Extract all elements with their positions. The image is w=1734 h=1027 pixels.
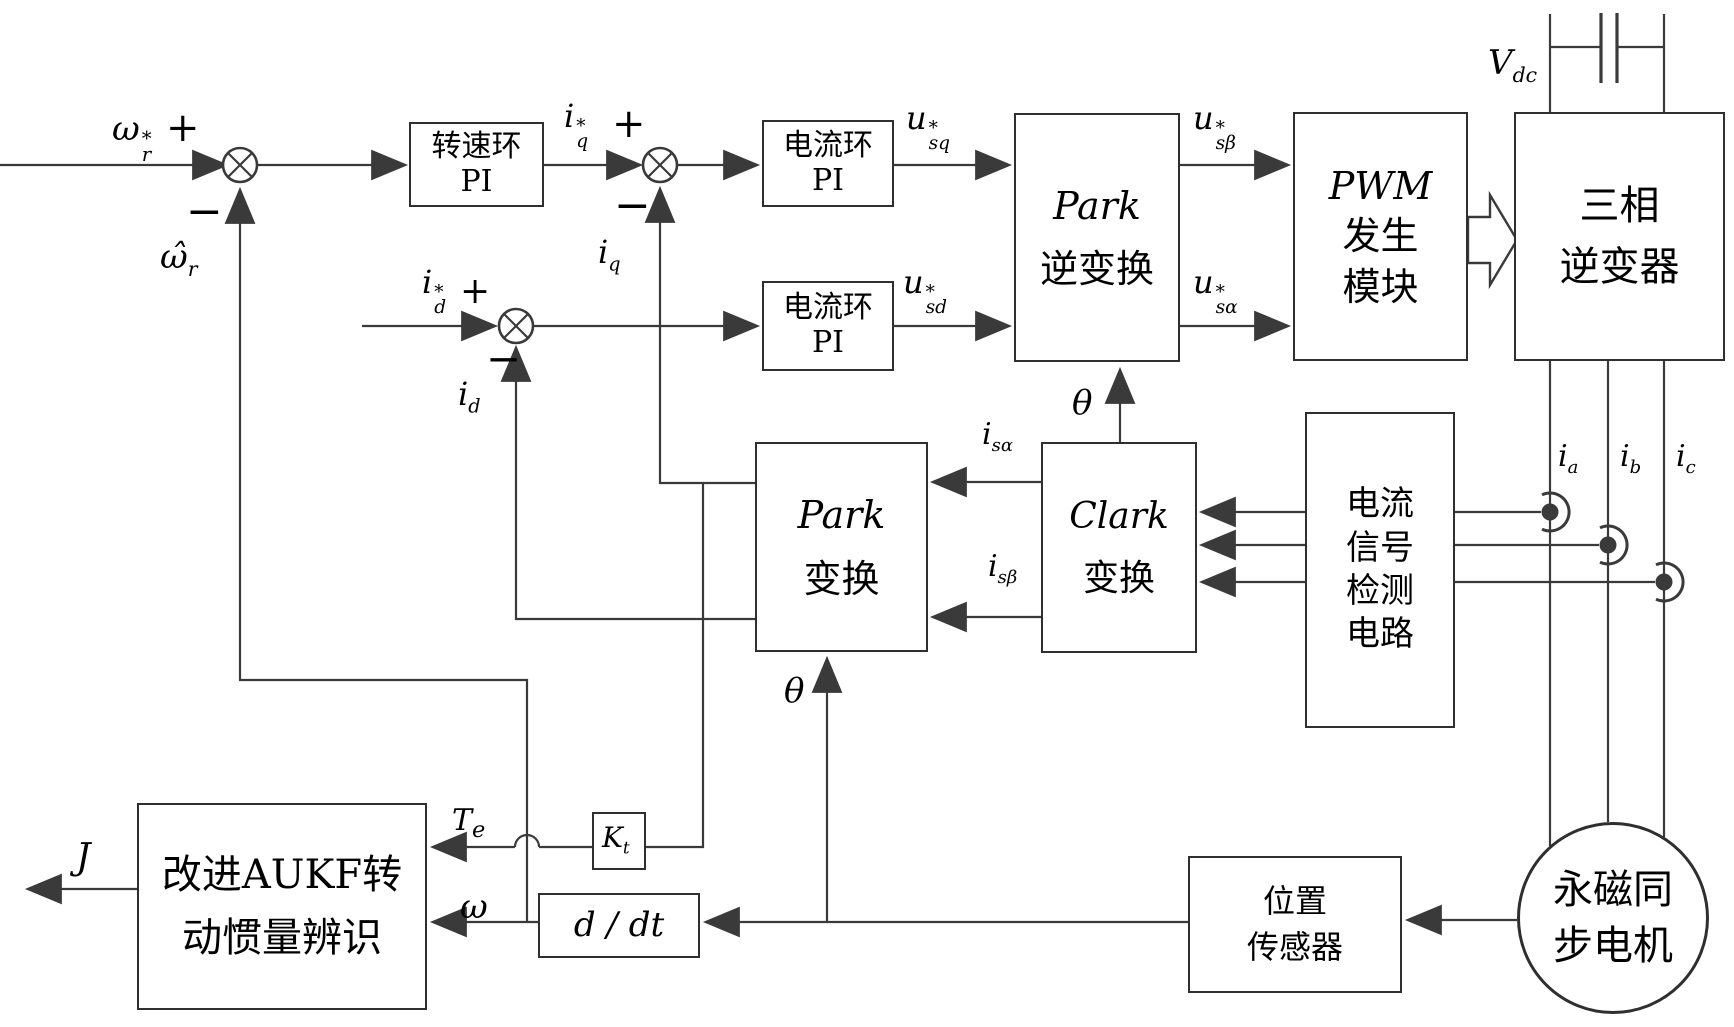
summing-junction-speed (221, 146, 259, 184)
speed-loop-pi-block: 转速环 PI (409, 122, 544, 207)
summing-junction-iq (641, 146, 679, 184)
label-te: Te (452, 803, 486, 843)
label-ic: ic (1676, 439, 1696, 478)
pwm-to-inverter-arrow (1466, 190, 1519, 290)
label-id-ref: i*d (422, 263, 447, 318)
label-plus-speed: + (166, 105, 200, 151)
label-plus-iq: + (612, 101, 646, 147)
label-ib: ib (1620, 439, 1642, 478)
label-minus-iq: − (614, 180, 651, 231)
label-omega-hat: ω̂r (160, 237, 198, 281)
current-sensor-b (1599, 524, 1629, 566)
inverse-park-transform-block: Park 逆变换 (1014, 113, 1180, 362)
current-loop-pi-d-block: 电流环 PI (762, 281, 894, 371)
wire-omegahat-feedback (224, 186, 529, 922)
wire-iq-feedback (644, 185, 757, 485)
label-isalpha: isα (982, 417, 1014, 456)
label-usalpha: u*sα (1193, 263, 1238, 318)
current-loop-pi-q-block: 电流环 PI (762, 120, 894, 207)
label-vdc: Vdc (1488, 43, 1538, 87)
label-plus-id: + (460, 271, 491, 312)
park-transform-block: Park 变换 (755, 442, 928, 652)
wire-iq-to-kt (646, 483, 705, 849)
summing-junction-id (497, 307, 535, 345)
label-minus-id: − (486, 334, 522, 383)
pwm-generator-block: PWM 发生 模块 (1293, 112, 1468, 361)
label-kt: Kt (602, 821, 630, 858)
three-phase-inverter-block: 三相 逆变器 (1514, 112, 1725, 361)
label-omega: ω (460, 887, 488, 927)
aukf-inertia-identification-block: 改进AUKF转 动惯量辨识 (137, 803, 427, 1010)
clark-transform-block: Clark 变换 (1041, 442, 1197, 653)
label-ia: ia (1558, 439, 1579, 478)
label-usq: u*sq (906, 99, 950, 154)
wire-id-feedback (500, 344, 757, 621)
position-sensor-block: 位置 传感器 (1188, 856, 1402, 993)
current-signal-detection-block: 电流 信号 检测 电路 (1305, 412, 1455, 728)
torque-constant-block (592, 812, 646, 870)
label-usbeta: u*sβ (1193, 99, 1236, 154)
label-theta-parkinv: θ (1072, 383, 1093, 423)
label-minus-speed: − (186, 186, 223, 237)
label-isbeta: isβ (988, 549, 1018, 588)
derivative-block: d / dt (538, 893, 700, 958)
label-id-feedback: id (458, 375, 481, 418)
label-iq-feedback: iq (598, 233, 621, 276)
pmsm-motor: 永磁同 步电机 (1517, 822, 1709, 1014)
label-omega-ref: ω*r (112, 109, 152, 167)
label-usd: u*sd (903, 263, 947, 318)
current-sensor-c (1655, 561, 1685, 603)
current-sensor-a (1541, 491, 1571, 533)
label-theta-park: θ (784, 671, 805, 711)
label-j: J (76, 837, 91, 878)
label-iq-ref: i*q (564, 97, 589, 152)
